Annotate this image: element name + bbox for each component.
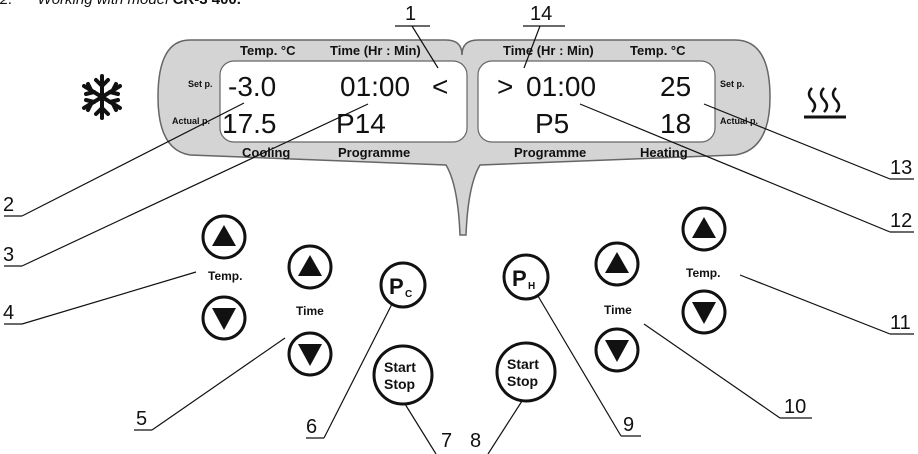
cooling-set-label: Set p. (188, 79, 213, 89)
heating-start-label: Start (507, 356, 539, 372)
heating-screen (477, 60, 716, 143)
callout-14: 14 (530, 3, 552, 25)
cooling-actual-label: Actual p. (172, 116, 210, 126)
callout-3: 3 (3, 244, 14, 266)
callout-8: 8 (470, 430, 481, 452)
cooling-time-value: 01:00 (340, 71, 410, 102)
cooling-start-stop-button[interactable]: Start Stop (372, 344, 434, 406)
leader-9 (537, 295, 622, 437)
cooling-time-header: Time (Hr : Min) (330, 43, 421, 58)
pc-sub-label: C (405, 289, 412, 300)
callout-9: 9 (623, 414, 634, 436)
leader-2 (21, 102, 245, 217)
leader-11 (739, 274, 891, 335)
leader-6 (323, 303, 393, 439)
leader-10 (643, 323, 781, 419)
ph-main-label: P (512, 266, 527, 291)
callout-13: 13 (890, 157, 912, 179)
heating-stop-label: Stop (507, 373, 538, 389)
cooling-temp-up-button[interactable] (201, 214, 247, 260)
leader-3 (21, 103, 369, 267)
section-text: Working with model (38, 0, 173, 8)
heating-time-label: Time (604, 303, 632, 317)
callout-11: 11 (890, 312, 911, 334)
leader-4 (21, 271, 197, 325)
cooling-programme-label: Programme (338, 145, 410, 160)
heating-start-stop-button[interactable]: Start Stop (495, 341, 557, 403)
callout-1: 1 (405, 3, 416, 25)
heating-time-value: 01:00 (526, 71, 596, 102)
heating-temp-down-button[interactable] (681, 289, 727, 335)
cooling-programme-value: P14 (336, 108, 386, 139)
leader-14 (523, 25, 541, 69)
model-name: CR-3 400. (173, 0, 241, 8)
heating-actual-label: Actual p. (720, 116, 758, 126)
heating-set-value: 25 (660, 71, 691, 102)
cooling-stop-label: Stop (384, 376, 415, 392)
heating-temp-up-button[interactable] (681, 206, 727, 252)
heating-set-label: Set p. (720, 79, 745, 89)
leader-1 (411, 25, 439, 69)
callout-10: 10 (784, 396, 806, 418)
callout-6: 6 (306, 416, 317, 438)
cooling-start-label: Start (384, 359, 416, 375)
cooling-bottom-label: Cooling (242, 145, 290, 160)
heating-arrow: > (497, 71, 513, 102)
callout-7: 7 (441, 430, 452, 452)
cooling-time-label: Time (296, 304, 324, 318)
cooling-screen (219, 60, 468, 143)
ph-sub-label: H (528, 281, 535, 292)
cooling-temp-label: Temp. (208, 269, 242, 283)
leader-5 (151, 337, 286, 431)
cooling-actual-value: 17.5 (222, 108, 277, 139)
pc-main-label: P (389, 274, 404, 299)
heating-programme-value: P5 (535, 108, 569, 139)
section-heading: 2. Working with model CR-3 400. (0, 0, 241, 8)
heating-bottom-label: Heating (640, 145, 688, 160)
leader-8 (487, 400, 523, 454)
heating-temp-label: Temp. (686, 266, 720, 280)
snowflake-icon (82, 74, 122, 120)
leader-7 (404, 403, 437, 454)
pc-programme-button[interactable]: P C (379, 261, 427, 309)
heat-waves-icon (804, 87, 846, 119)
heating-programme-label: Programme (514, 145, 586, 160)
cooling-set-value: -3.0 (228, 71, 276, 102)
heating-time-header: Time (Hr : Min) (503, 43, 594, 58)
cooling-temp-header: Temp. °C (240, 43, 296, 58)
callout-4: 4 (3, 302, 14, 324)
leader-13 (703, 103, 891, 180)
heating-temp-header: Temp. °C (630, 43, 686, 58)
ph-programme-button[interactable]: P H (502, 253, 550, 301)
heating-time-down-button[interactable] (594, 327, 640, 373)
cooling-temp-down-button[interactable] (201, 295, 247, 341)
cooling-time-up-button[interactable] (287, 244, 333, 290)
callout-12: 12 (890, 210, 912, 232)
callout-5: 5 (136, 408, 147, 430)
callout-2: 2 (3, 194, 14, 216)
cooling-time-down-button[interactable] (287, 331, 333, 377)
leader-lines (4, 25, 914, 454)
cooling-arrow: < (432, 71, 448, 102)
heating-time-up-button[interactable] (594, 241, 640, 287)
section-number: 2. (0, 0, 13, 8)
heating-actual-value: 18 (660, 108, 691, 139)
leader-12 (579, 103, 891, 233)
